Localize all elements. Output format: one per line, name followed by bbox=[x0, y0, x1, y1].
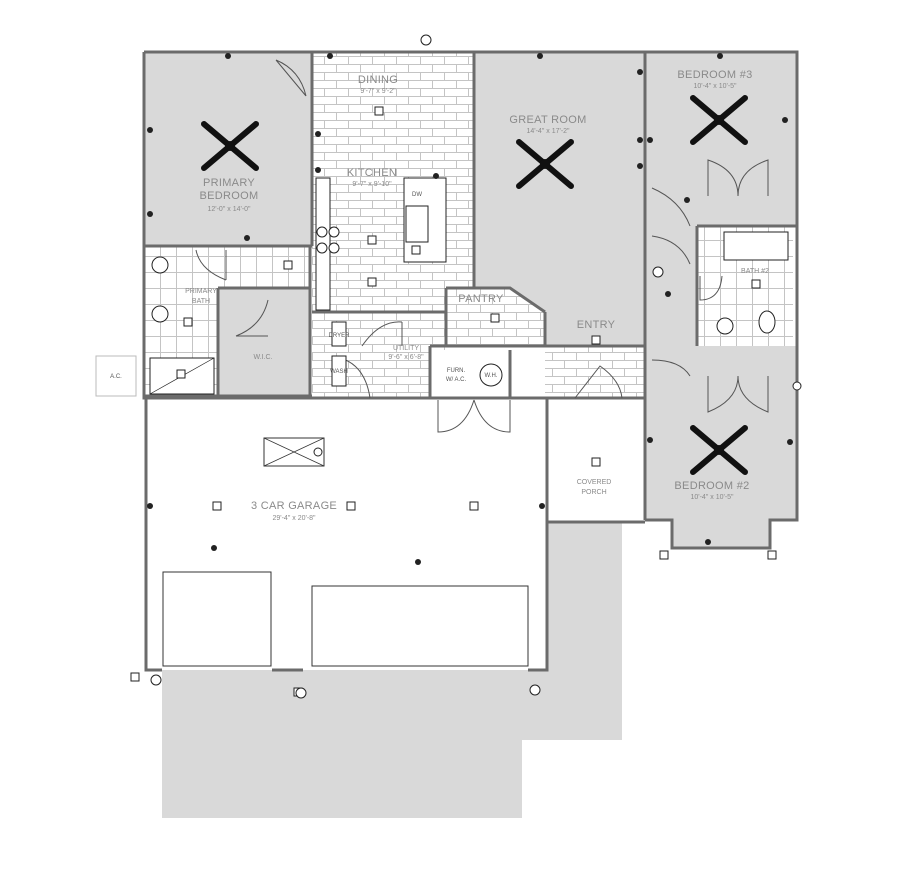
closet-right bbox=[645, 216, 697, 346]
primary-bath-label-1: PRIMARY bbox=[185, 288, 217, 295]
entry-label: ENTRY bbox=[577, 319, 616, 331]
covered-porch-label-2: PORCH bbox=[581, 489, 606, 496]
bedroom2-size: 10'-4" x 10'-5" bbox=[690, 494, 734, 501]
water-heater-label: W.H. bbox=[485, 373, 498, 379]
kitchen-size: 9'-7" x 9'-10" bbox=[352, 181, 392, 188]
attic-access bbox=[263, 437, 325, 467]
furnace-label-1: FURN. bbox=[447, 368, 466, 374]
utility-size: 9'-6" x 6'-8" bbox=[388, 354, 424, 361]
ceiling-fan-icon bbox=[516, 139, 574, 189]
kitchen-island bbox=[403, 177, 447, 263]
bedroom3-room bbox=[645, 52, 797, 226]
primary-bedroom-size: 12'-0" x 14'-0" bbox=[207, 206, 251, 213]
kitchen-dining-room bbox=[312, 52, 474, 312]
ceiling-fan-icon bbox=[690, 425, 748, 475]
kitchen-label: KITCHEN bbox=[347, 167, 397, 179]
garage-door-right bbox=[311, 585, 529, 667]
bedroom3-size: 10'-4" x 10'-5" bbox=[693, 83, 737, 90]
garage-label: 3 CAR GARAGE bbox=[251, 500, 337, 512]
bedroom3-label: BEDROOM #3 bbox=[677, 69, 752, 81]
bedroom2-label: BEDROOM #2 bbox=[674, 480, 749, 492]
covered-porch-label-1: COVERED bbox=[577, 479, 612, 486]
great-room-area bbox=[474, 52, 645, 346]
pantry-label: PANTRY bbox=[458, 293, 504, 305]
ceiling-fan-icon bbox=[201, 121, 259, 171]
primary-bedroom-label-1: PRIMARY bbox=[203, 177, 255, 189]
utility-label: UTILITY bbox=[393, 345, 419, 352]
dining-size: 9'-7" x 9'-2" bbox=[360, 88, 396, 95]
great-room-label: GREAT ROOM bbox=[509, 114, 586, 126]
garage-door-left bbox=[162, 571, 272, 667]
dishwasher-label: DW bbox=[412, 192, 422, 198]
ac-unit bbox=[95, 355, 137, 397]
dryer-label: DRYER bbox=[329, 333, 351, 339]
bathtub bbox=[723, 231, 789, 261]
bath2-label: BATH #2 bbox=[741, 268, 769, 275]
primary-bath-label-2: BATH bbox=[192, 298, 210, 305]
wic-room bbox=[218, 288, 310, 396]
dining-label: DINING bbox=[358, 74, 398, 86]
garage-size: 29'-4" x 20'-8" bbox=[272, 515, 316, 522]
ceiling-fan-icon bbox=[690, 95, 748, 145]
ac-label: A.C. bbox=[110, 374, 122, 380]
washer-label: WASH bbox=[330, 369, 348, 375]
great-room-size: 14'-4" x 17'-2" bbox=[526, 128, 570, 135]
wic-label: W.I.C. bbox=[253, 354, 272, 361]
furnace-label-2: W/ A.C. bbox=[446, 377, 467, 383]
primary-bedroom-label-2: BEDROOM bbox=[200, 190, 259, 202]
